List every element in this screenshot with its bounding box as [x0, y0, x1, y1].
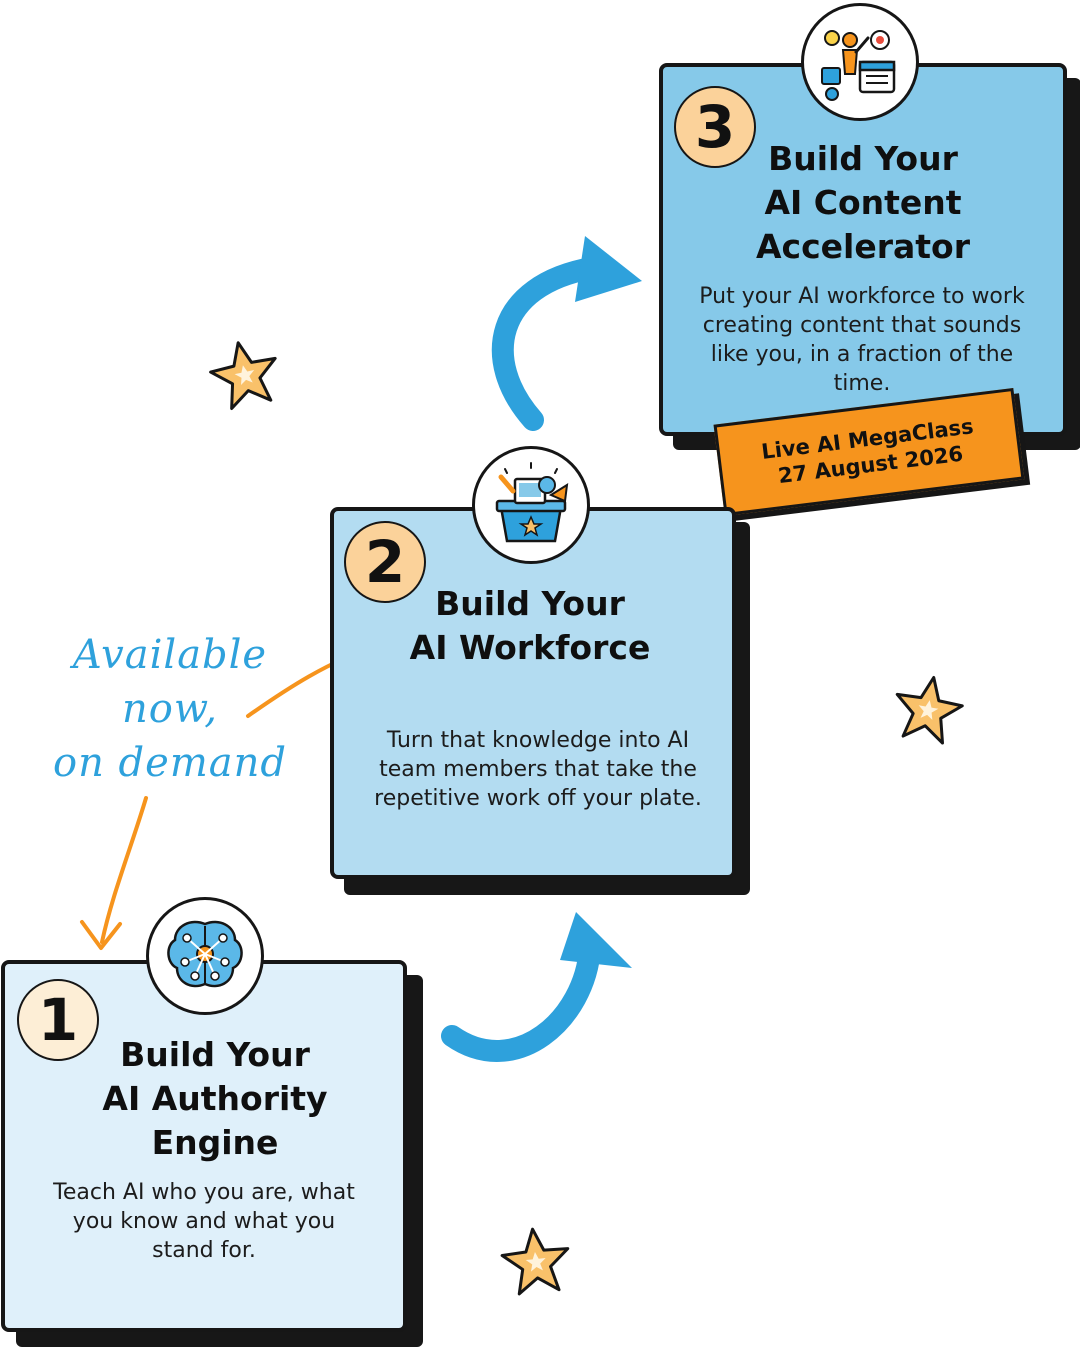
- step-3-title: Build Your AI Content Accelerator: [755, 139, 970, 266]
- content-planning-icon: [801, 3, 919, 121]
- step-1-number-badge: 1: [17, 979, 99, 1061]
- step-1-description: Teach AI who you are, what you know and …: [53, 1180, 355, 1263]
- star-icon: [895, 676, 964, 745]
- step-1-card: [1, 960, 407, 1332]
- note-line: on demand: [53, 740, 287, 786]
- availability-note: Available now, on demand: [40, 628, 300, 790]
- brain-network-icon: [146, 897, 264, 1015]
- note-line: Available: [72, 632, 268, 678]
- toolbox-icon: [472, 446, 590, 564]
- step-3-description: Put your AI workforce to work creating c…: [699, 284, 1025, 396]
- step-2-title: Build Your AI Workforce: [409, 584, 651, 667]
- step-2-description: Turn that knowledge into AI team members…: [374, 728, 702, 811]
- star-icon: [500, 1227, 570, 1296]
- step-3-number-badge: 3: [674, 86, 756, 168]
- note-line: now,: [121, 686, 219, 732]
- step-2-number-badge: 2: [344, 521, 426, 603]
- star-icon: [209, 341, 277, 411]
- step-1-title: Build Your AI Authority Engine: [102, 1035, 328, 1162]
